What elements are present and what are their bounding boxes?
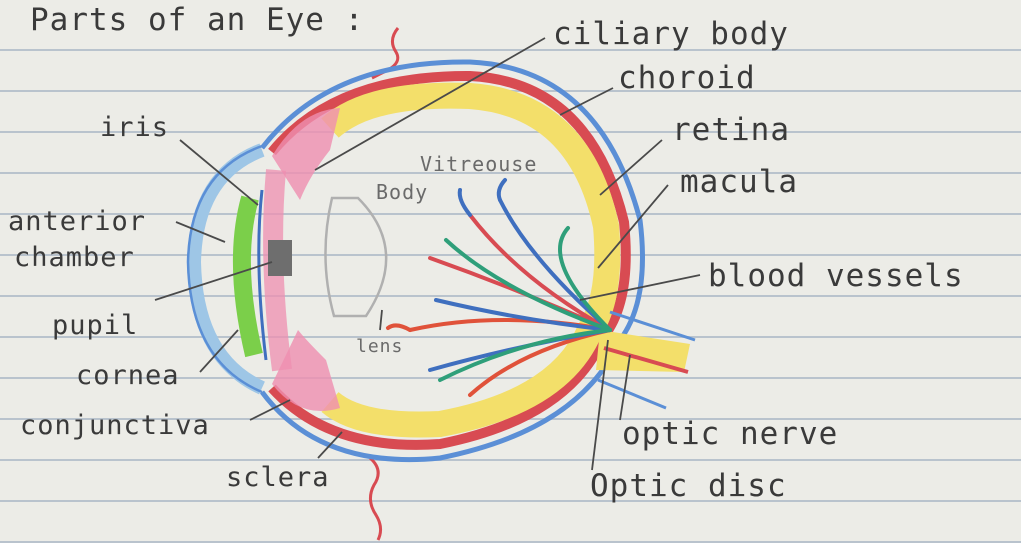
iris-shape: [242, 198, 254, 355]
label-pupil: pupil: [52, 310, 138, 341]
label-retina: retina: [672, 112, 790, 148]
bottom-nerve-squiggle: [370, 458, 381, 540]
label-blood-vessels: blood vessels: [708, 258, 964, 294]
label-body: Body: [376, 180, 428, 204]
label-anterior: anterior: [8, 206, 146, 237]
label-chamber: chamber: [14, 242, 135, 273]
label-macula: macula: [680, 164, 798, 200]
label-sclera: sclera: [226, 462, 330, 493]
label-choroid: choroid: [618, 60, 756, 96]
pupil-shape: [268, 240, 292, 276]
diagram-title: Parts of an Eye :: [30, 2, 364, 38]
label-optic-disc: Optic disc: [590, 468, 787, 504]
lens-shape: [325, 198, 386, 316]
label-ciliary-body: ciliary body: [553, 16, 789, 52]
label-conjunctiva: conjunctiva: [20, 410, 210, 441]
label-cornea: cornea: [76, 360, 180, 391]
label-vitreous: Vitreouse: [420, 152, 537, 176]
label-optic-nerve: optic nerve: [622, 416, 838, 452]
optic-nerve-lower-edge: [598, 380, 666, 408]
label-lens: lens: [356, 336, 403, 357]
label-iris: iris: [100, 112, 169, 143]
